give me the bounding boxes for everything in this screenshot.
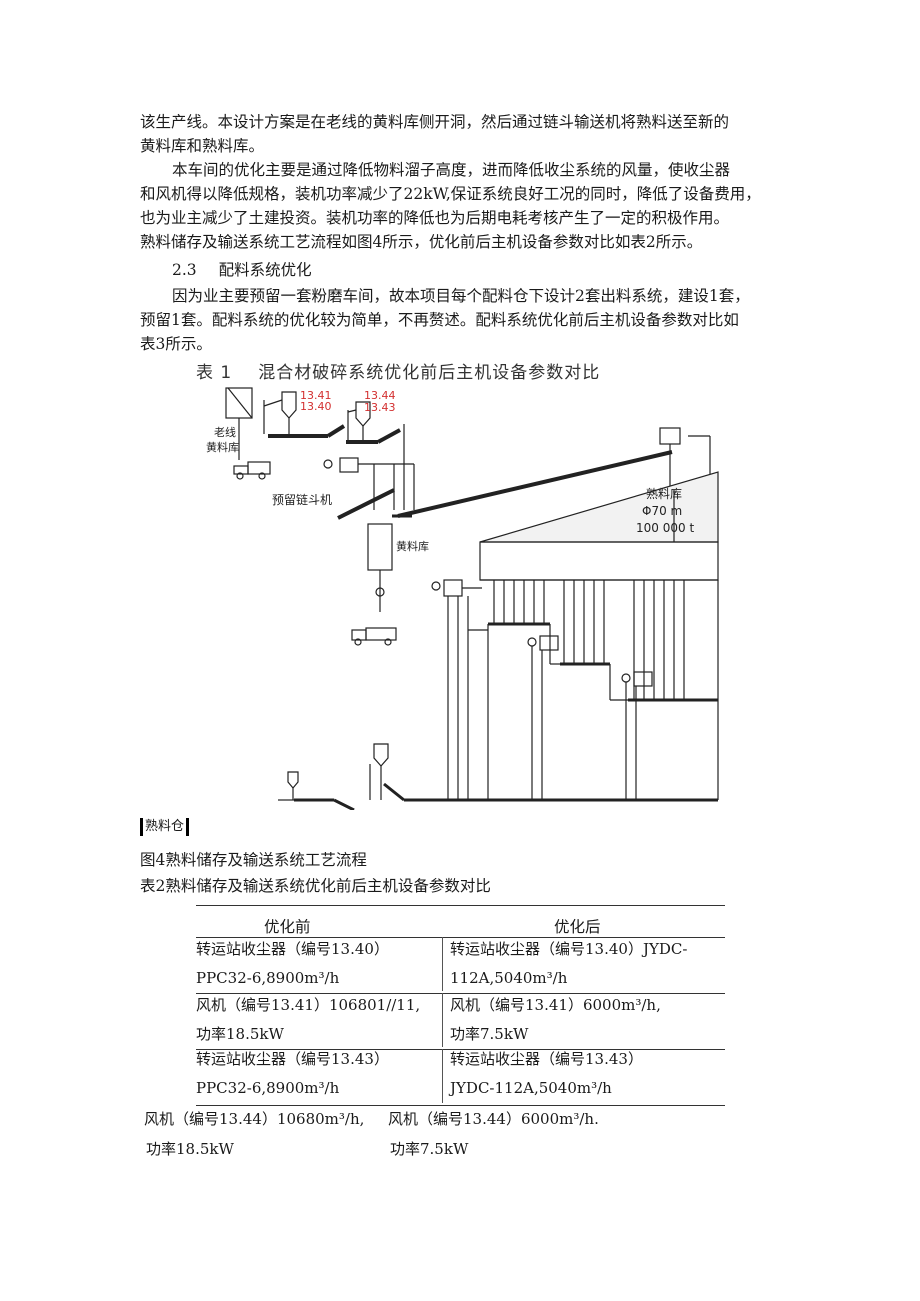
- row4-after-line2: 功率7.5kW: [390, 1140, 469, 1158]
- clinker-bin-label: 熟料仓: [140, 818, 190, 836]
- code-1340: 13.40: [300, 400, 332, 413]
- section-heading: 2.3 配料系统优化: [172, 258, 334, 280]
- clinker-silo-body: [479, 541, 719, 581]
- row2-after-line1: 风机（编号13.41）6000m³/h,: [450, 996, 661, 1014]
- code-1343: 13.43: [364, 401, 396, 414]
- code-1341: 13.41: [300, 389, 332, 402]
- col-divider-1: [442, 937, 443, 991]
- dust-collector-1343: [355, 401, 371, 427]
- label-old-line-2: 黄料库: [206, 440, 239, 454]
- paragraph-3-line-1: 因为业主要预留一套粉磨车间，故本项目每个配料仓下设计2套出料系统，建设1套，: [172, 287, 750, 305]
- section-number: 2.3: [172, 261, 197, 279]
- paragraph-3-line-3: 表3所示。: [140, 335, 212, 353]
- label-clinker-diameter: Φ70 m: [642, 504, 682, 518]
- row1-rule: [196, 993, 725, 994]
- section-title: 配料系统优化: [218, 261, 312, 279]
- dust-collector-1340: [281, 391, 297, 419]
- table-2-caption: 表2熟料储存及输送系统优化前后主机设备参数对比: [140, 877, 491, 895]
- table-top-rule: [196, 905, 725, 906]
- figure-4-caption: 图4熟料储存及输送系统工艺流程: [140, 851, 367, 869]
- row2-after-line2: 功率7.5kW: [450, 1025, 529, 1043]
- label-clinker-capacity: 100 000 t: [636, 521, 694, 535]
- row3-after-line1: 转运站收尘器（编号13.43）: [450, 1050, 643, 1068]
- paragraph-2-line-3: 也为业主减少了土建投资。装机功率的降低也为后期电耗考核产生了一定的积极作用。: [140, 209, 730, 227]
- row1-before-line2: PPC32-6,8900m³/h: [196, 969, 340, 987]
- row3-after-line2: JYDC-112A,5040m³/h: [450, 1079, 612, 1097]
- row2-rule: [196, 1049, 725, 1050]
- col-divider-3: [442, 1049, 443, 1103]
- row1-after-line2: 112A,5040m³/h: [450, 969, 568, 987]
- reserved-conveyor-line: [337, 488, 395, 520]
- label-reserved-conveyor: 预留链斗机: [272, 492, 332, 507]
- table-1-title: 混合材破碎系统优化前后主机设备参数对比: [258, 363, 601, 383]
- row2-before-line2: 功率18.5kW: [196, 1025, 284, 1043]
- row4-before-line2: 功率18.5kW: [146, 1140, 234, 1158]
- row2-before-line1: 风机（编号13.41）106801//11,: [196, 996, 421, 1014]
- code-1344: 13.44: [364, 389, 396, 402]
- paragraph-2-line-4: 熟料储存及输送系统工艺流程如图4所示，优化前后主机设备参数对比如表2所示。: [140, 233, 703, 251]
- label-old-line-1: 老线: [214, 425, 236, 439]
- table-1-caption: 表 1 混合材破碎系统优化前后主机设备参数对比: [196, 358, 600, 383]
- header-rule: [196, 937, 725, 938]
- header-before: 优化前: [264, 918, 311, 936]
- table-1-number: 表 1: [196, 363, 233, 383]
- paragraph-2-line-2: 和风机得以降低规格，装机功率减少了22kW,保证系统良好工况的同时，降低了设备费…: [140, 185, 761, 203]
- truck-bottom: [365, 627, 397, 641]
- paragraph-1-line-2: 黄料库和熟料库。: [140, 137, 265, 155]
- row4-after-line1: 风机（编号13.44）6000m³/h.: [388, 1110, 599, 1128]
- paragraph-2-line-1: 本车间的优化主要是通过降低物料溜子高度，进而降低收尘系统的风量，使收尘器: [172, 161, 731, 179]
- yellow-silo-shape: [367, 523, 393, 571]
- label-yellow-silo: 黄料库: [396, 539, 429, 553]
- header-after: 优化后: [554, 918, 601, 936]
- row1-after-line1: 转运站收尘器（编号13.40）JYDC-: [450, 940, 688, 958]
- row3-rule: [196, 1105, 725, 1106]
- row3-before-line2: PPC32-6,8900m³/h: [196, 1079, 340, 1097]
- col-divider-2: [442, 993, 443, 1047]
- truck-top: [247, 461, 271, 475]
- process-flow-diagram: 老线 黄料库 13.41 13.40 13.44 13.43 预留链斗机 黄料库…: [206, 387, 719, 810]
- label-clinker-silo: 熟料库: [646, 486, 682, 501]
- paragraph-3-line-2: 预留1套。配料系统的优化较为简单，不再赘述。配料系统优化前后主机设备参数对比如: [140, 311, 739, 329]
- row3-before-line1: 转运站收尘器（编号13.43）: [196, 1050, 389, 1068]
- row4-before-line1: 风机（编号13.44）10680m³/h,: [144, 1110, 365, 1128]
- paragraph-1-line-1: 该生产线。本设计方案是在老线的黄料库侧开洞，然后通过链斗输送机将熟料送至新的: [140, 113, 730, 131]
- main-conveyor: [397, 450, 673, 518]
- row1-before-line1: 转运站收尘器（编号13.40）: [196, 940, 389, 958]
